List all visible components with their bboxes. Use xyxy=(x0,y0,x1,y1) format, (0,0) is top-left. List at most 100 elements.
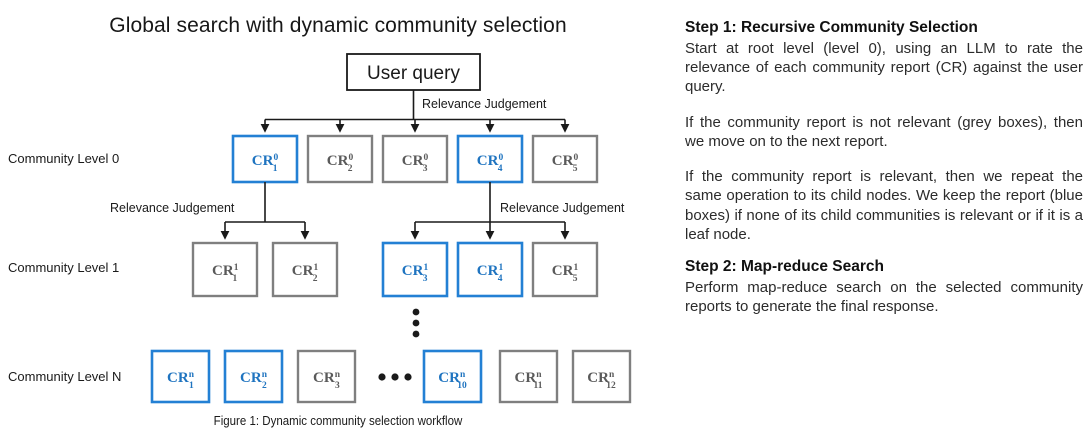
node-sup: 1 xyxy=(573,263,578,273)
node-base: CR xyxy=(477,263,499,279)
edge-label-root: Relevance Judgement xyxy=(422,97,547,111)
node-base: CR xyxy=(587,370,609,386)
user-query-box xyxy=(346,53,481,91)
node-base: CR xyxy=(552,263,574,279)
node-sub: 1 xyxy=(273,164,278,174)
edge-label-left-branch: Relevance Judgement xyxy=(110,201,235,215)
node-sup: n xyxy=(262,370,268,380)
figure-caption: Figure 1: Dynamic community selection wo… xyxy=(213,414,463,428)
row-label-level-0: Community Level 0 xyxy=(8,151,119,166)
edge-label-right-branch: Relevance Judgement xyxy=(500,201,625,215)
left-branch-connectors xyxy=(220,182,310,240)
user-query-node: User query xyxy=(346,53,481,91)
node-sub: 11 xyxy=(533,381,542,391)
workflow-svg: User query Relevance Judgement Community… xyxy=(8,53,632,404)
row-label-level-1: Community Level 1 xyxy=(8,260,119,275)
node-base: CR xyxy=(402,263,424,279)
node-sup: n xyxy=(335,370,341,380)
node-sub: 12 xyxy=(606,381,616,391)
node-sup: 1 xyxy=(313,263,318,273)
node-base: CR xyxy=(292,263,314,279)
node-sub: 1 xyxy=(232,274,237,284)
node-sub: 2 xyxy=(348,164,353,174)
node-sup: 1 xyxy=(423,263,428,273)
node-base: CR xyxy=(212,263,234,279)
node-sub: 4 xyxy=(498,164,503,174)
node-sup: n xyxy=(460,370,466,380)
node-base: CR xyxy=(313,370,335,386)
node-sub: 10 xyxy=(457,381,467,391)
node-sub: 3 xyxy=(423,274,428,284)
diagram-panel: Global search with dynamic community sel… xyxy=(8,14,632,428)
node-sup: 0 xyxy=(423,153,428,163)
step-1-paragraph-2: If the community report is not relevant … xyxy=(685,113,1083,150)
row-label-level-n: Community Level N xyxy=(8,369,121,384)
vertical-ellipsis-icon xyxy=(412,308,420,338)
section-spacer xyxy=(685,244,1083,257)
root-connectors xyxy=(260,90,570,133)
node-sub: 2 xyxy=(262,381,267,391)
node-sub: 5 xyxy=(573,274,578,284)
node-sub: 4 xyxy=(498,274,503,284)
node-sup: 1 xyxy=(498,263,503,273)
node-sup: n xyxy=(609,370,615,380)
node-base: CR xyxy=(477,153,499,169)
step-2-paragraph-1: Perform map-reduce search on the selecte… xyxy=(685,279,1083,316)
diagram-title: Global search with dynamic community sel… xyxy=(109,14,567,37)
node-base: CR xyxy=(167,370,189,386)
node-sup: 0 xyxy=(348,153,353,163)
node-base: CR xyxy=(552,153,574,169)
node-sub: 5 xyxy=(573,164,578,174)
step-1-heading: Step 1: Recursive Community Selection xyxy=(685,19,978,36)
node-base: CR xyxy=(252,153,274,169)
node-base: CR xyxy=(327,153,349,169)
node-sub: 3 xyxy=(423,164,428,174)
node-base: CR xyxy=(515,370,537,386)
step-1-paragraph-3: If the community report is relevant, the… xyxy=(685,168,1083,243)
node-sub: 3 xyxy=(335,381,340,391)
node-base: CR xyxy=(402,153,424,169)
paragraph-spacer xyxy=(685,151,1083,167)
step-2-heading: Step 2: Map-reduce Search xyxy=(685,258,884,276)
node-sup: 0 xyxy=(573,153,578,163)
horizontal-ellipsis-icon xyxy=(378,373,412,381)
node-sup: 0 xyxy=(498,153,503,163)
user-query-label: User query xyxy=(367,63,460,84)
node-sup: 1 xyxy=(234,263,239,273)
paragraph-spacer xyxy=(685,97,1083,113)
